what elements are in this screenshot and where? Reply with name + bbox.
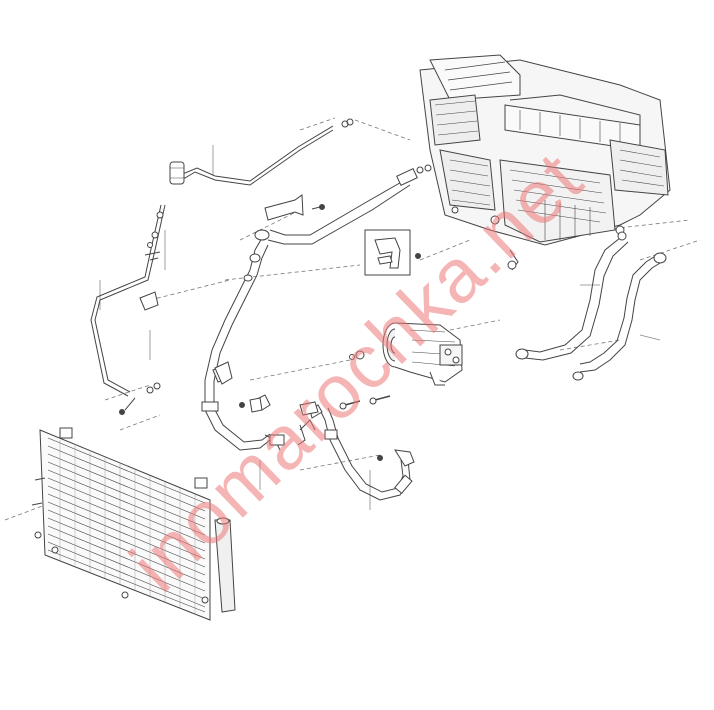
compressor-icon <box>339 322 463 410</box>
pipe-icon <box>90 118 354 415</box>
callout-ticks <box>99 145 661 510</box>
heater-hose-right <box>515 231 667 381</box>
condenser-icon <box>31 427 236 621</box>
dryer-icon <box>139 161 185 311</box>
discharge-line <box>297 404 415 501</box>
clamp-parts <box>214 361 319 416</box>
bracket-icon <box>264 194 325 221</box>
mounting-bracket-detail <box>364 229 421 276</box>
hvac-unit-icon <box>419 54 671 271</box>
